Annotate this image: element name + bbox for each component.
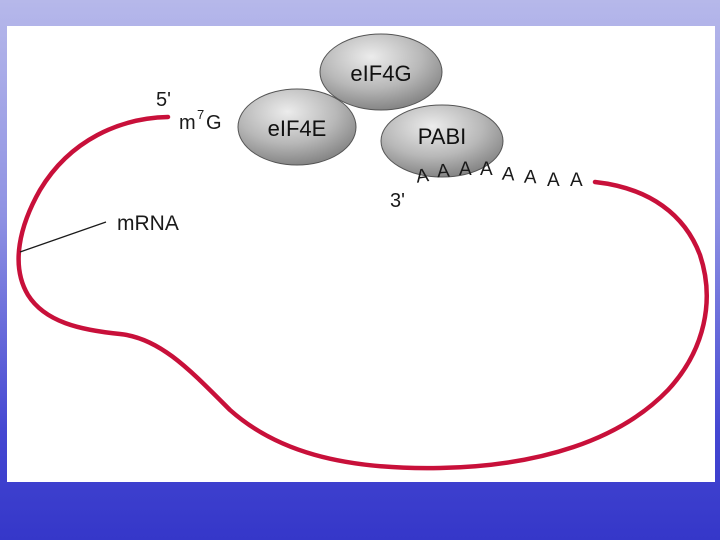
pabi-protein: PABI (380, 104, 504, 178)
eif4e-protein: eIF4E (237, 88, 357, 166)
eif4g-label: eIF4G (350, 61, 411, 86)
cap-g: G (206, 112, 222, 134)
three-prime-label: 3' (390, 190, 405, 212)
poly-a-letter: A (523, 167, 537, 189)
eif4g-protein: eIF4G (319, 33, 443, 111)
poly-a-letter: A (480, 159, 493, 180)
poly-a-letter: A (570, 170, 583, 191)
cap-m: m (179, 112, 196, 134)
eif4e-label: eIF4E (268, 116, 327, 141)
poly-a-letter: A (547, 170, 560, 191)
m7g-cap-label: m 7 G (179, 107, 222, 134)
poly-a-tail: A A A A A A A A (415, 159, 583, 191)
five-prime-label: 5' (156, 89, 171, 111)
poly-a-letter: A (436, 161, 450, 183)
mrna-strand (16, 114, 709, 471)
mrna-pointer-line (19, 221, 107, 253)
pabi-label: PABI (418, 124, 467, 149)
poly-a-letter: A (459, 159, 472, 180)
poly-a-letter: A (415, 165, 431, 188)
poly-a-letter: A (501, 164, 515, 186)
mrna-label: mRNA (117, 212, 179, 235)
cap-superscript: 7 (197, 107, 204, 122)
